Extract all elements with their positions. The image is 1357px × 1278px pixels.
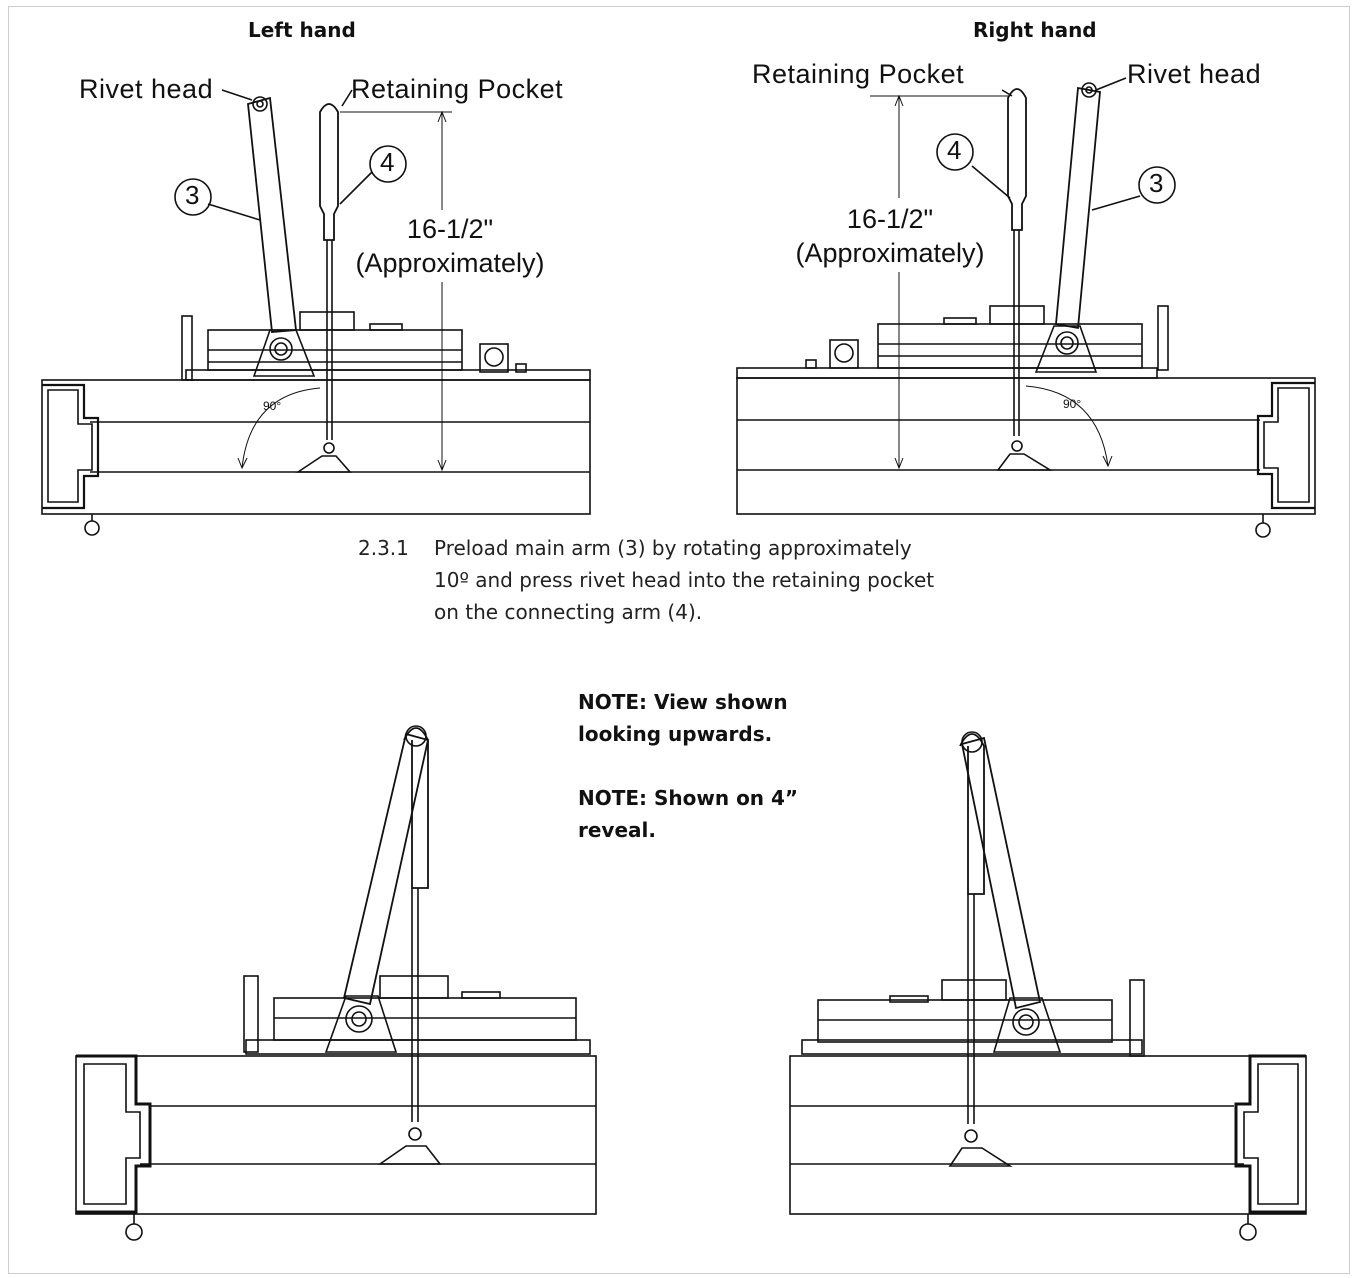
- note-view-line-1: NOTE: View shown: [578, 690, 788, 714]
- left-dimension-note: (Approximately): [355, 248, 545, 278]
- right-dimension-value: 16-1/2": [846, 204, 934, 234]
- step-line-3: on the connecting arm (4).: [434, 600, 703, 624]
- right-retaining-pocket-label: Retaining Pocket: [752, 59, 965, 89]
- note-reveal-line-1: NOTE: Shown on 4”: [578, 786, 799, 810]
- left-connecting-arm-number: 4: [380, 147, 395, 177]
- note-view-line-2: looking upwards.: [578, 722, 773, 746]
- bottom-right-drawing: [789, 731, 1307, 1241]
- right-main-arm-number: 3: [1149, 168, 1164, 198]
- right-angle-label: 90°: [1063, 397, 1082, 411]
- right-connecting-arm-number: 4: [947, 135, 962, 165]
- step-line-1: Preload main arm (3) by rotating approxi…: [434, 536, 912, 560]
- note-view-direction: NOTE: View shown looking upwards.: [578, 686, 788, 750]
- right-hand-heading: Right hand: [973, 18, 1097, 42]
- step-line-2: 10º and press rivet head into the retain…: [434, 568, 935, 592]
- left-dimension-value: 16-1/2": [406, 214, 494, 244]
- right-hand-drawing: [736, 77, 1316, 538]
- right-dimension-label: 16-1/2" (Approximately): [778, 202, 1002, 270]
- left-retaining-pocket-label: Retaining Pocket: [351, 74, 564, 104]
- left-dimension-label: 16-1/2" (Approximately): [342, 212, 558, 280]
- left-angle-label: 90°: [263, 399, 282, 413]
- right-rivet-head-label: Rivet head: [1127, 59, 1262, 89]
- instruction-step: 2.3.1 Preload main arm (3) by rotating ap…: [358, 532, 934, 628]
- left-main-arm-number: 3: [185, 180, 200, 210]
- bottom-left-drawing: [75, 725, 597, 1241]
- left-hand-heading: Left hand: [248, 18, 356, 42]
- left-rivet-head-label: Rivet head: [79, 74, 214, 104]
- page-frame: [8, 6, 1350, 1274]
- note-reveal-line-2: reveal.: [578, 818, 656, 842]
- right-dimension-note: (Approximately): [795, 238, 985, 268]
- step-number: 2.3.1: [358, 536, 409, 560]
- left-hand-drawing: [41, 89, 591, 536]
- note-reveal: NOTE: Shown on 4” reveal.: [578, 782, 798, 846]
